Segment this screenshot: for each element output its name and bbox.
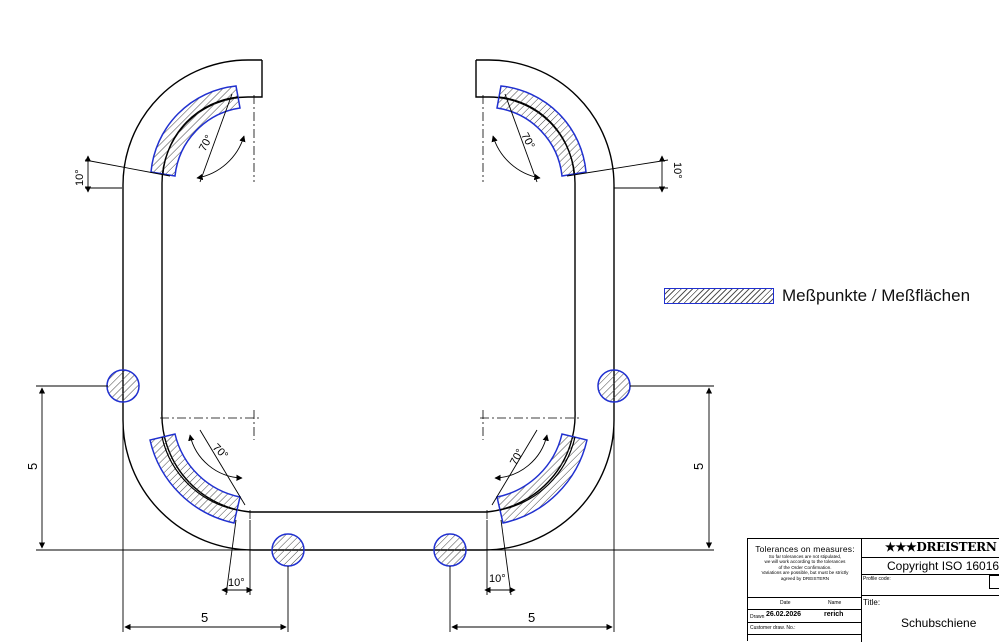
- dim-bottom-left-width: 5: [201, 610, 208, 625]
- angle-lines: [84, 93, 669, 596]
- legend-label: Meßpunkte / Meßflächen: [782, 286, 971, 305]
- angle-top-right-70: 70°: [518, 131, 536, 151]
- customer-row-divider: [748, 622, 861, 623]
- dim-right-height: 5: [691, 463, 706, 470]
- hatched-zone-top-right: [496, 85, 587, 177]
- construction-lines: [160, 95, 580, 520]
- drawing-title: Schubschiene: [901, 616, 977, 630]
- dimension-lines: [36, 385, 714, 632]
- tolerance-line: So far tolerances are not stipulated,: [768, 554, 842, 559]
- title-block: Tolerances on measures: So far tolerance…: [747, 538, 999, 642]
- drawn-label: Drawn: [750, 614, 765, 620]
- tolerance-line: of the Order Confirmation.: [778, 564, 832, 570]
- tolerance-line: Variations are possible, but must be str…: [761, 570, 849, 576]
- drawn-date: 26.02.2026: [766, 611, 802, 618]
- hatched-zone-top-left: [150, 85, 241, 177]
- measure-point-right: [597, 369, 631, 403]
- tolerance-section: Tolerances on measures: So far tolerance…: [748, 539, 862, 642]
- tolerance-text: So far tolerances are not stipulated, we…: [750, 554, 860, 581]
- tolerance-line: agreed by DREISTERN: [780, 575, 830, 581]
- profile-divider: [861, 595, 999, 596]
- measure-point-bottom-right: [433, 533, 467, 567]
- title-section: ★★★DREISTERN Copyright ISO 16016 Profile…: [861, 539, 999, 642]
- name-header: Name: [828, 600, 842, 606]
- angle-top-right-10: 10°: [671, 162, 683, 179]
- angle-top-left-10: 10°: [74, 169, 86, 186]
- dim-bottom-right-width: 5: [528, 610, 535, 625]
- hatched-zone-bottom-left: [149, 433, 241, 524]
- tolerance-heading: Tolerances on measures:: [755, 544, 855, 554]
- drawn-row-divider: [748, 609, 861, 610]
- tolerance-line: we will work according to the tolerances: [764, 559, 846, 565]
- angle-top-left-70: 70°: [197, 133, 215, 153]
- customer-drawing-label: Customer draw. No.:: [750, 625, 796, 631]
- hatched-zone-bottom-right: [496, 433, 588, 524]
- legend-hatch-swatch: [664, 288, 774, 304]
- measure-point-bottom-left: [271, 533, 305, 567]
- header-row-divider: [748, 597, 861, 598]
- angle-bottom-right-70: 70°: [508, 447, 526, 467]
- drawn-name: rerich: [824, 611, 844, 618]
- projection-symbol: [989, 575, 999, 589]
- angle-bottom-left-10: 10°: [228, 577, 245, 589]
- date-header: Date: [780, 600, 791, 606]
- copyright-text: Copyright ISO 16016: [887, 559, 999, 573]
- bottom-row-divider: [748, 634, 861, 635]
- dim-left-height: 5: [25, 463, 40, 470]
- copyright-row: Copyright ISO 16016: [861, 557, 999, 575]
- company-logo: ★★★DREISTERN: [885, 540, 997, 554]
- angle-bottom-right-10: 10°: [489, 573, 506, 585]
- angle-bottom-left-70: 70°: [210, 442, 230, 462]
- measure-point-left: [106, 369, 140, 403]
- profile-code-label: Profile code:: [863, 576, 891, 582]
- legend: Meßpunkte / Meßflächen: [664, 286, 970, 306]
- title-label: Title:: [863, 598, 881, 607]
